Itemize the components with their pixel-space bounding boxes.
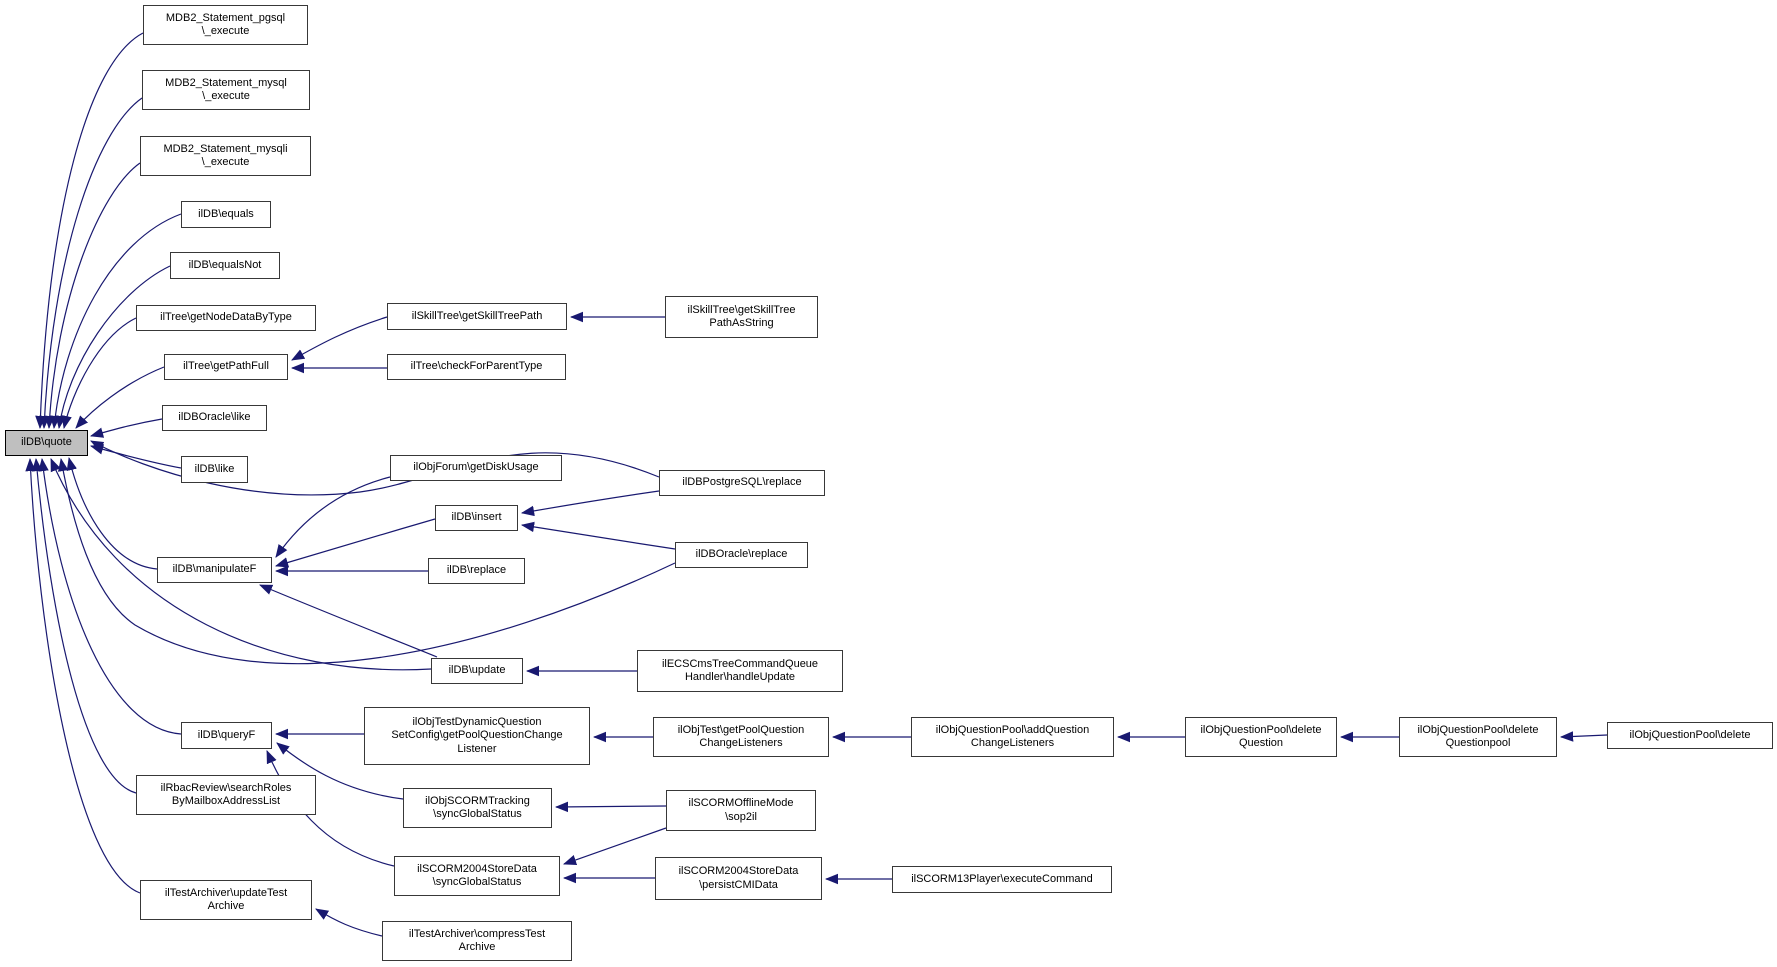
edge-scorm2004sync-queryf (266, 750, 395, 867)
node-ilobjquestionpool-deletequestionpool[interactable]: ilObjQuestionPool\delete Questionpool (1399, 717, 1557, 757)
edge-sop2il-scorm2004sync (563, 827, 667, 866)
edge-getskilltreepath-getpathfull (291, 316, 388, 361)
node-iltree-getnodedatabytype[interactable]: ilTree\getNodeDataByType (136, 305, 316, 331)
node-iltestarchiver-compresstestarchive[interactable]: ilTestArchiver\compressTest Archive (382, 921, 572, 961)
edge-sop2il-scormtracking (554, 801, 667, 813)
edge-update-manipulatef (259, 584, 438, 658)
edge-getpathfull-quote (75, 366, 165, 429)
edge-like-quote (89, 444, 182, 469)
node-iltree-getpathfull[interactable]: ilTree\getPathFull (164, 354, 288, 380)
node-mdb2-statement-mysqli-execute[interactable]: MDB2_Statement_mysqli \_execute (140, 136, 311, 176)
node-ildb-insert[interactable]: ilDB\insert (435, 505, 518, 531)
node-ilscormofflinemode-sop2il[interactable]: ilSCORMOfflineMode \sop2il (666, 790, 816, 831)
node-ilobjforum-getdiskusage[interactable]: ilObjForum\getDiskUsage (390, 455, 562, 481)
edge-equals-quote (49, 213, 182, 430)
edge-oraclelike-quote (89, 418, 163, 438)
node-ildb-like[interactable]: ilDB\like (181, 456, 248, 483)
node-ildb-replace[interactable]: ilDB\replace (428, 558, 525, 584)
node-ilobjtestdynamicquestionsetconfig-getpoolquestionchangelistener[interactable]: ilObjTestDynamicQuestion SetConfig\getPo… (364, 707, 590, 765)
node-ildb-quote: ilDB\quote (5, 430, 88, 456)
node-ildb-manipulatef[interactable]: ilDB\manipulateF (157, 557, 272, 583)
edge-equalsnot-quote (55, 265, 171, 430)
edge-delete-deletequestionpool (1559, 731, 1608, 742)
node-ilobjquestionpool-deletequestion[interactable]: ilObjQuestionPool\delete Question (1185, 717, 1337, 757)
edge-mysqli-quote (44, 162, 141, 430)
node-ildb-equalsnot[interactable]: ilDB\equalsNot (170, 252, 280, 279)
edge-getnodedata-quote (61, 317, 137, 430)
node-ildboracle-replace[interactable]: ilDBOracle\replace (675, 542, 808, 568)
node-ilobjquestionpool-delete[interactable]: ilObjQuestionPool\delete (1607, 722, 1773, 749)
node-ildb-equals[interactable]: ilDB\equals (181, 201, 271, 228)
edge-pgsql-quote (35, 32, 144, 430)
edge-scormtracking-queryf (276, 742, 404, 800)
node-mdb2-statement-pgsql-execute[interactable]: MDB2_Statement_pgsql \_execute (143, 5, 308, 45)
edge-insert-manipulatef (274, 518, 436, 568)
node-ildboracle-like[interactable]: ilDBOracle\like (162, 405, 267, 431)
edge-pgreplace-insert (520, 490, 660, 517)
node-mdb2-statement-mysql-execute[interactable]: MDB2_Statement_mysql \_execute (142, 70, 310, 110)
node-ilobjtest-getpoolquestionchangelisteners[interactable]: ilObjTest\getPoolQuestion ChangeListener… (653, 717, 829, 757)
node-ilscorm13player-executecommand[interactable]: ilSCORM13Player\executeCommand (892, 866, 1112, 893)
node-iltestarchiver-updatetestarchive[interactable]: ilTestArchiver\updateTest Archive (140, 880, 312, 920)
node-ilobjquestionpool-addquestionchangelisteners[interactable]: ilObjQuestionPool\addQuestion ChangeList… (911, 717, 1114, 757)
edge-update-quote (50, 458, 432, 671)
edge-orareplace-insert (520, 521, 676, 550)
edge-searchroles-quote (31, 457, 137, 794)
edge-getdiskusage-manipulatef (275, 476, 391, 558)
edge-manipulatef-quote (66, 456, 158, 570)
node-ilscorm2004storedata-persistcmidata[interactable]: ilSCORM2004StoreData \persistCMIData (655, 857, 822, 900)
node-ilskilltree-getskilltreepathasstring[interactable]: ilSkillTree\getSkillTree PathAsString (665, 296, 818, 338)
node-ilobjscormtracking-syncglobalstatus[interactable]: ilObjSCORMTracking \syncGlobalStatus (403, 788, 552, 828)
node-ilecscmstreecommandqueuehandler-handleupdate[interactable]: ilECSCmsTreeCommandQueue Handler\handleU… (637, 650, 843, 692)
edge-pgreplace-quote (90, 440, 660, 496)
edge-updatetestarchive-quote (25, 457, 141, 894)
node-ildb-queryf[interactable]: ilDB\queryF (181, 722, 272, 749)
node-ildbpostgresql-replace[interactable]: ilDBPostgreSQL\replace (659, 470, 825, 496)
edge-orareplace-quote (57, 457, 676, 665)
node-ildb-update[interactable]: ilDB\update (431, 658, 523, 684)
node-iltree-checkforparenttype[interactable]: ilTree\checkForParentType (387, 354, 566, 380)
edge-compress-updatetestarchive (315, 908, 383, 937)
edge-queryf-quote (38, 457, 182, 735)
node-ilscorm2004storedata-syncglobalstatus[interactable]: ilSCORM2004StoreData \syncGlobalStatus (394, 856, 560, 896)
edge-mysql-quote (39, 97, 143, 430)
node-ilskilltree-getskilltreepath[interactable]: ilSkillTree\getSkillTreePath (387, 303, 567, 330)
node-ilrbacreview-searchrolesbymailboxaddresslist[interactable]: ilRbacReview\searchRoles ByMailboxAddres… (136, 775, 316, 815)
